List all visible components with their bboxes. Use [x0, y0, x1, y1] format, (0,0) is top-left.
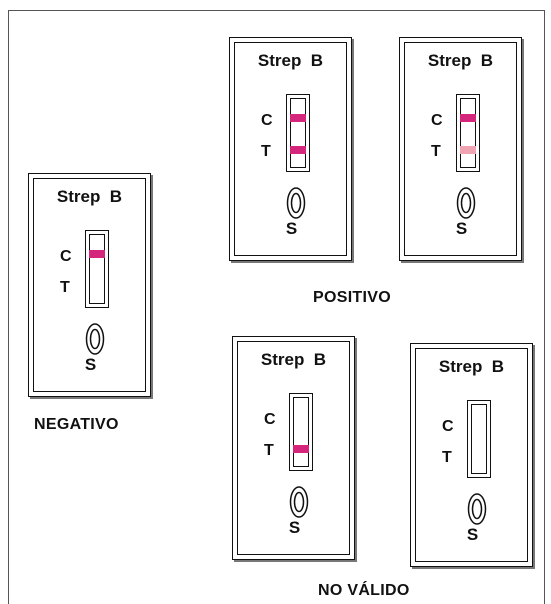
sample-well-icon	[85, 322, 105, 356]
cassette-title: Strep B	[56, 187, 123, 206]
control-line-label: C	[264, 411, 276, 428]
cassette-inner-border	[33, 178, 146, 392]
sample-well-icon	[289, 485, 309, 519]
cassette-inner-border	[237, 341, 350, 555]
sample-well-label: S	[288, 518, 301, 537]
cassette-title: Strep B	[257, 51, 324, 70]
cassette-title: Strep B	[427, 51, 494, 70]
cassette-inner-border	[234, 42, 347, 256]
cassette-title: Strep B	[260, 350, 327, 369]
frame-border	[8, 10, 545, 604]
test-line-label: T	[431, 143, 441, 160]
caption-negative: NEGATIVO	[34, 416, 119, 433]
test-band	[290, 146, 306, 154]
result-window	[85, 230, 109, 308]
result-window	[456, 94, 480, 172]
test-band	[293, 445, 309, 453]
cassette-inner-border	[404, 42, 517, 256]
test-band	[460, 146, 476, 154]
test-line-label: T	[261, 143, 271, 160]
control-band	[460, 114, 476, 122]
control-line-label: C	[431, 112, 443, 129]
test-line-label: T	[264, 442, 274, 459]
result-window	[286, 94, 310, 172]
sample-well-label: S	[455, 219, 468, 238]
control-line-label: C	[261, 112, 273, 129]
control-band	[290, 114, 306, 122]
caption-invalid: NO VÁLIDO	[318, 582, 410, 599]
test-line-label: T	[442, 449, 452, 466]
test-line-label: T	[60, 279, 70, 296]
result-window	[289, 393, 313, 471]
sample-well-label: S	[84, 355, 97, 374]
sample-well-label: S	[285, 219, 298, 238]
sample-well-icon	[467, 492, 487, 526]
control-band	[89, 250, 105, 258]
cassette-title: Strep B	[438, 357, 505, 376]
control-line-label: C	[442, 418, 454, 435]
control-line-label: C	[60, 248, 72, 265]
caption-positive: POSITIVO	[313, 289, 391, 306]
sample-well-label: S	[466, 525, 479, 544]
sample-well-icon	[456, 186, 476, 220]
cassette-inner-border	[415, 348, 528, 562]
sample-well-icon	[286, 186, 306, 220]
result-window	[467, 400, 491, 478]
